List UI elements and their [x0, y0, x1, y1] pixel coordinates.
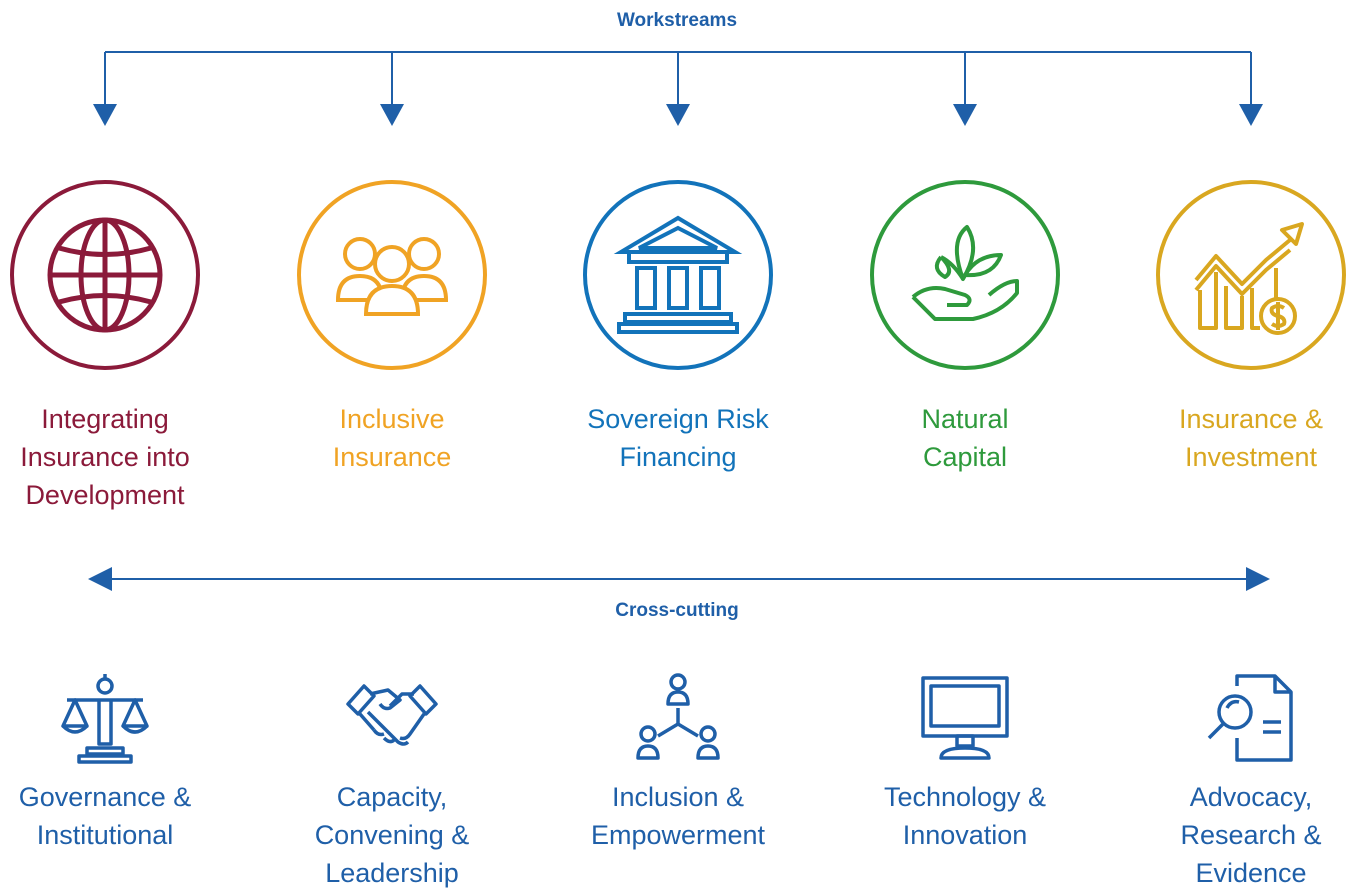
cross-cutting-advocacy: Advocacy, Research & Evidence [1121, 668, 1354, 892]
cross-cutting-icon-wrap [1201, 668, 1301, 768]
cross-cutting-icon-wrap [628, 668, 728, 768]
globe-icon [47, 217, 163, 333]
workstream-circle [1156, 180, 1346, 370]
cross-cutting-icon-wrap [55, 668, 155, 768]
workstream-integrating-insurance: Integrating Insurance into Development [0, 180, 220, 514]
workstream-circle [583, 180, 773, 370]
workstream-natural-capital: Natural Capital [850, 180, 1080, 476]
workstream-circle [297, 180, 487, 370]
cross-cutting-label: Governance & Institutional [18, 782, 192, 850]
government-building-icon [613, 215, 743, 334]
cross-cutting-icon-wrap [915, 668, 1015, 768]
workstreams-heading: Workstreams [616, 10, 738, 31]
workstream-circle [10, 180, 200, 370]
down-arrow-1 [93, 104, 117, 126]
workstream-insurance-investment: Insurance & Investment [1136, 180, 1354, 476]
growth-chart-dollar-icon [1194, 222, 1304, 335]
workstream-label: Insurance & Investment [1178, 404, 1324, 472]
down-arrow-2 [380, 104, 404, 126]
workstream-label: Inclusive Insurance [332, 404, 452, 472]
hand-plant-icon [911, 225, 1019, 321]
cross-cutting-label: Capacity, Convening & Leadership [314, 782, 470, 888]
network-people-icon [636, 673, 720, 760]
cross-cutting-capacity: Capacity, Convening & Leadership [262, 668, 522, 892]
workstream-label: Sovereign Risk Financing [587, 404, 769, 472]
cross-cutting-icon-wrap [342, 668, 442, 768]
handshake-icon [346, 684, 438, 746]
down-arrow-3 [666, 104, 690, 126]
workstream-label: Integrating Insurance into Development [20, 404, 190, 510]
workstreams-bracket [104, 51, 1252, 104]
left-arrowhead [88, 567, 112, 591]
right-arrowhead [1246, 567, 1270, 591]
workstream-circle [870, 180, 1060, 370]
cross-cutting-label: Inclusion & Empowerment [590, 782, 766, 850]
workstream-sovereign-risk: Sovereign Risk Financing [563, 180, 793, 476]
cross-cutting-heading: Cross-cutting [615, 600, 739, 621]
scales-icon [61, 674, 149, 764]
people-group-icon [335, 237, 449, 316]
document-search-icon [1207, 674, 1293, 762]
down-arrow-4 [953, 104, 977, 126]
workstream-inclusive-insurance: Inclusive Insurance [277, 180, 507, 476]
down-arrow-5 [1239, 104, 1263, 126]
cross-cutting-governance: Governance & Institutional [0, 668, 235, 854]
cross-cutting-label: Technology & Innovation [883, 782, 1047, 850]
cross-cutting-inclusion: Inclusion & Empowerment [548, 668, 808, 854]
cross-cutting-technology: Technology & Innovation [835, 668, 1095, 854]
monitor-icon [921, 676, 1009, 760]
workstream-label: Natural Capital [921, 404, 1009, 472]
cross-cutting-label: Advocacy, Research & Evidence [1180, 782, 1322, 888]
